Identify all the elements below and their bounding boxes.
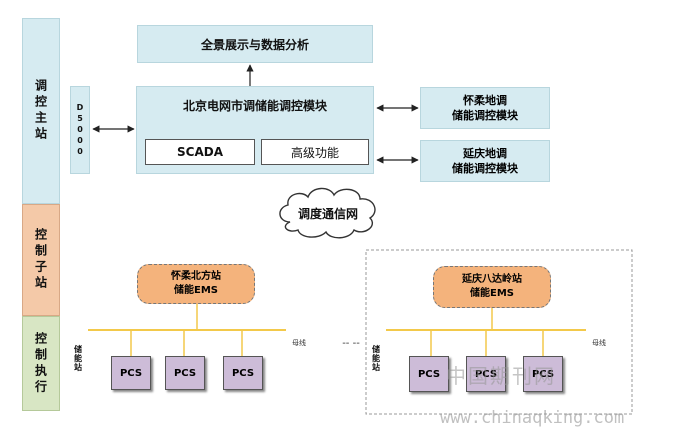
beijing-module-box: 北京电网市调储能调控模块 SCADA 高级功能 bbox=[136, 86, 374, 174]
right-bus-label: 母线 bbox=[592, 339, 606, 347]
huairou-module-line2: 储能调控模块 bbox=[452, 109, 518, 122]
watermark-cn: 中国期刊网 bbox=[446, 364, 556, 388]
panorama-box: 全景展示与数据分析 bbox=[137, 25, 373, 63]
beijing-module-label: 北京电网市调储能调控模块 bbox=[182, 98, 327, 113]
sub-station-label: 控制子站 bbox=[33, 228, 48, 292]
right-ems-line2: 储能EMS bbox=[470, 288, 514, 299]
yanqing-module-line1: 延庆地调 bbox=[463, 147, 507, 160]
right-station-label: 储能站 bbox=[371, 344, 381, 372]
yanqing-module-line2: 储能调控模块 bbox=[452, 162, 518, 175]
left-ems-line2: 储能EMS bbox=[174, 285, 218, 296]
cloud-label: 调度通信网 bbox=[297, 206, 358, 221]
d5000-label: D5000 bbox=[75, 102, 85, 158]
left-ems-box: 怀柔北方站 储能EMS bbox=[137, 264, 255, 304]
left-ems-line1: 怀柔北方站 bbox=[171, 271, 221, 282]
huairou-module-line1: 怀柔地调 bbox=[463, 94, 507, 107]
right-pcs-1: PCS bbox=[409, 356, 449, 392]
right-site-border bbox=[365, 249, 633, 415]
execution-panel: 控制执行 bbox=[22, 316, 60, 411]
huairou-module-box: 怀柔地调 储能调控模块 bbox=[420, 87, 550, 129]
d5000-box: D5000 bbox=[70, 86, 90, 174]
left-bus-label: 母线 bbox=[292, 339, 306, 347]
master-station-panel: 调控主站 bbox=[22, 18, 60, 204]
left-pcs-3: PCS bbox=[223, 356, 263, 390]
sub-station-panel: 控制子站 bbox=[22, 204, 60, 316]
cloud-shape bbox=[279, 187, 376, 239]
left-pcs-1: PCS bbox=[111, 356, 151, 390]
left-pcs-2: PCS bbox=[165, 356, 205, 390]
left-station-label: 储能站 bbox=[73, 344, 83, 372]
right-ems-line1: 延庆八达岭站 bbox=[462, 274, 522, 285]
panorama-label: 全景展示与数据分析 bbox=[200, 37, 309, 52]
scada-box: SCADA bbox=[145, 139, 255, 165]
right-ems-box: 延庆八达岭站 储能EMS bbox=[433, 266, 551, 308]
right-pcs-3: PCS bbox=[523, 356, 563, 392]
site-separator: -- -- bbox=[342, 337, 360, 349]
advanced-label: 高级功能 bbox=[290, 145, 339, 160]
advanced-box: 高级功能 bbox=[261, 139, 369, 165]
yanqing-module-box: 延庆地调 储能调控模块 bbox=[420, 140, 550, 182]
scada-label: SCADA bbox=[177, 145, 223, 159]
watermark-url: www.chinaqking.com bbox=[440, 408, 625, 428]
right-pcs-2: PCS bbox=[466, 356, 506, 392]
execution-label: 控制执行 bbox=[33, 331, 48, 396]
master-station-label: 调控主站 bbox=[33, 79, 48, 143]
